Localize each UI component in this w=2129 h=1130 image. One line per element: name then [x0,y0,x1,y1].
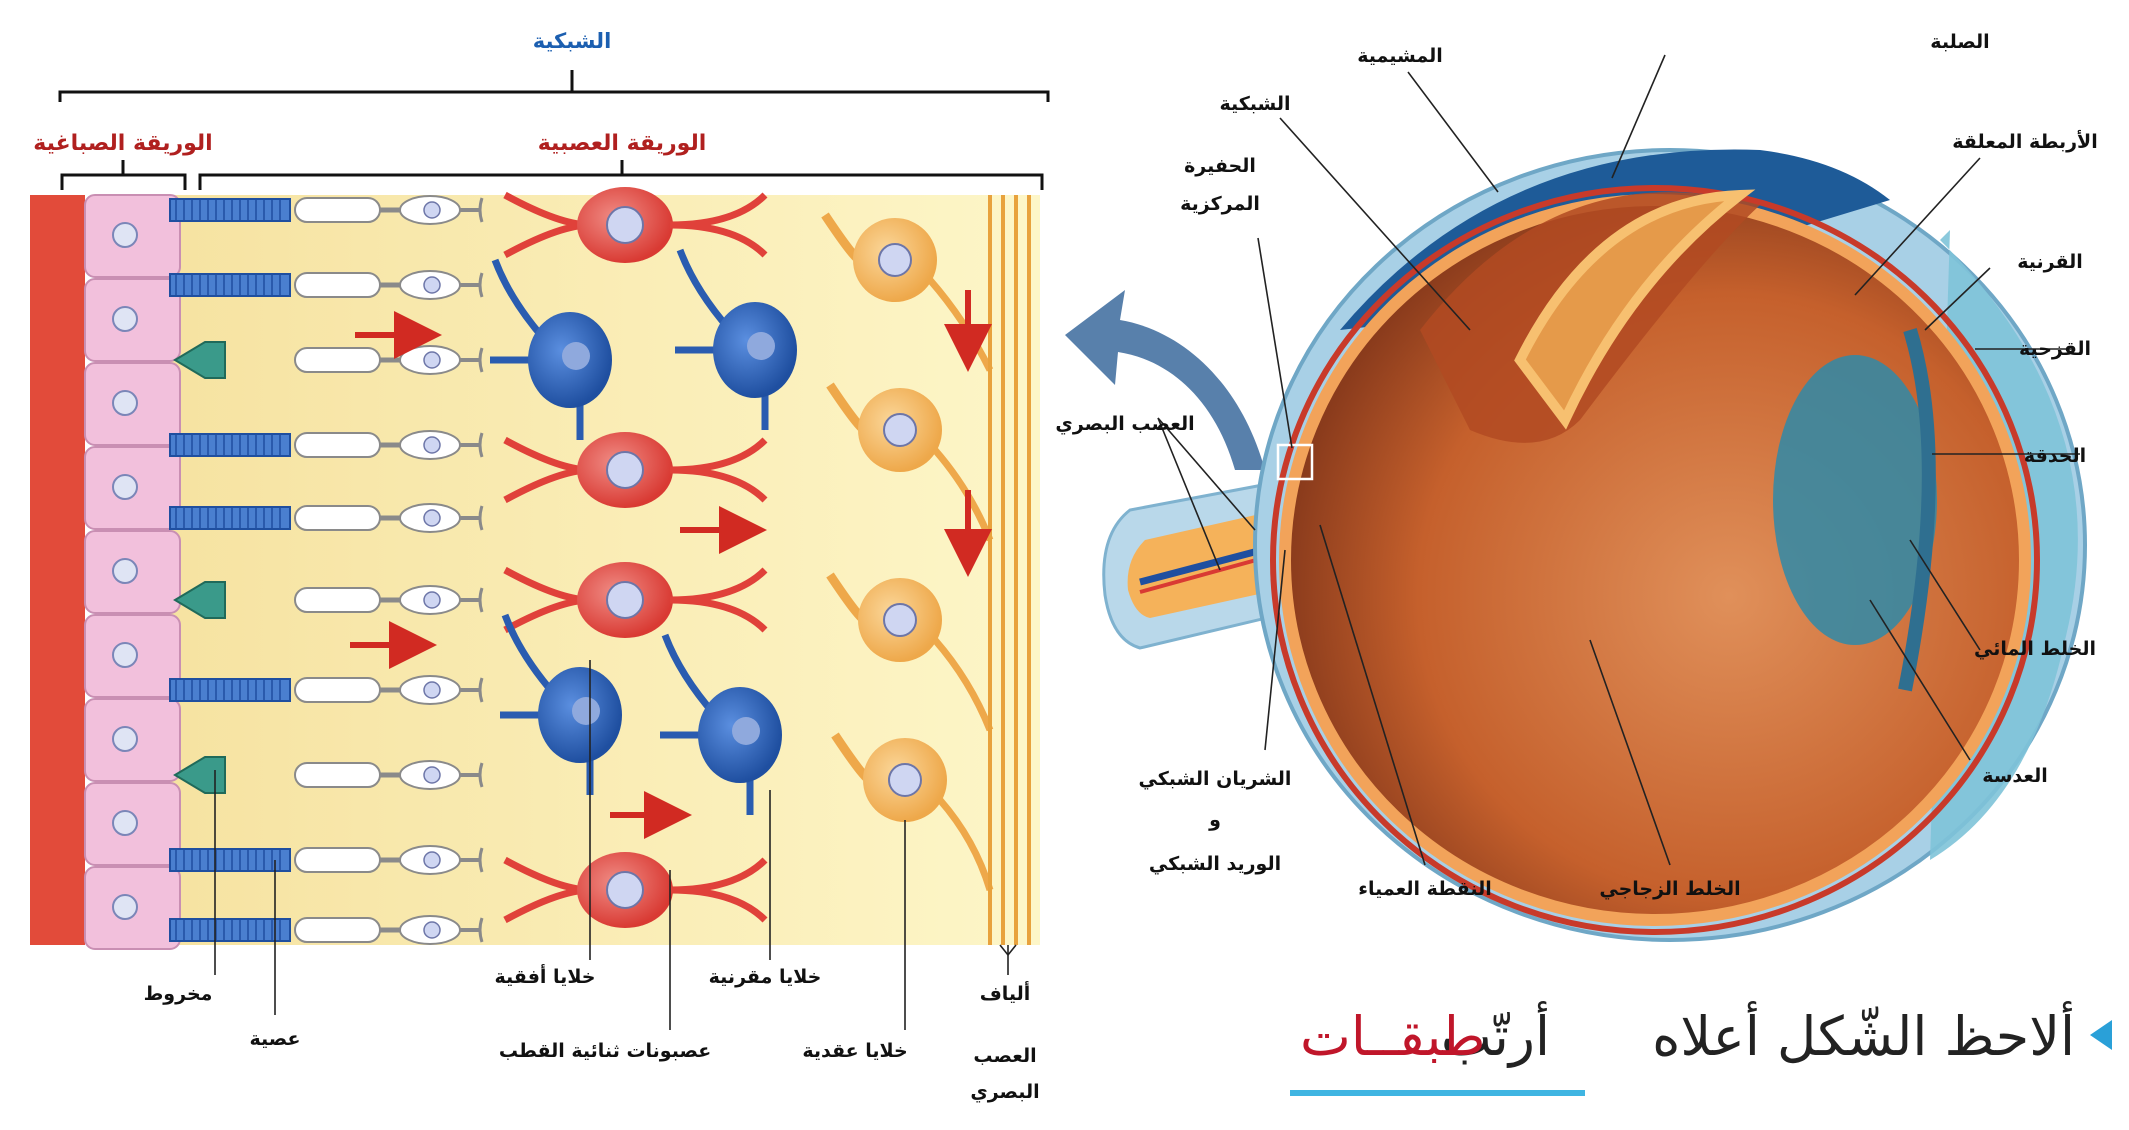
blue-cell-nucleus [747,332,775,360]
optic-fibers-label-3: البصري [970,1081,1039,1104]
retina-label: الشبكية [1219,93,1290,115]
blind-spot-label: النقطة العمياء [1358,878,1491,900]
pigment-nucleus [113,475,137,499]
bipolar-nucleus [607,207,643,243]
photoreceptor-nucleus [424,510,440,526]
inner-segment [295,678,380,702]
inner-segment [295,848,380,872]
retina-title-label: الشبكية [533,29,612,53]
instruction-line: ألاحظ الشّكل أعلاه أرتّب طبقــات [1290,1001,2112,1093]
photoreceptor-nucleus [424,682,440,698]
photoreceptor-nucleus [424,922,440,938]
horizontal-cells-label: خلايا أفقية [495,964,596,988]
neural-layer-label: الوريقة العصبية [538,131,707,156]
sclera-label: الصلبة [1930,31,1989,53]
inner-segment [295,433,380,457]
ganglion-nucleus [889,764,921,796]
inner-segment [295,198,380,222]
zoom-arrow-icon [1065,290,1265,470]
optic-fibers-label-1: ألياف [980,981,1031,1005]
ganglion-nucleus [884,604,916,636]
retinal-vessels-label-3: الوريد الشبكي [1149,853,1281,875]
inner-segment [295,918,380,942]
cone-label: مخروط [144,983,213,1005]
iris-label: القزحية [2019,338,2091,360]
eye-section: الصلبة المشيمية الشبكية الحفيرة المركزية… [1055,31,2097,940]
bipolar-nucleus [607,452,643,488]
blue-cell-nucleus [572,697,600,725]
cornea-label: القرنية [2017,251,2083,273]
retina-brackets [60,70,1048,190]
choroid-label: المشيمية [1357,45,1443,67]
ganglion-nucleus [884,414,916,446]
pigment-nucleus [113,643,137,667]
retinal-vessels-label-1: الشريان الشبكي [1139,768,1292,790]
fovea-label-1: الحفيرة [1184,155,1256,177]
photoreceptor-nucleus [424,852,440,868]
suspensory-ligaments-label: الأربطة المعلقة [1952,130,2097,153]
photoreceptor-nucleus [424,437,440,453]
choroid-strip [30,195,85,945]
inner-segment [295,506,380,530]
inner-segment [295,763,380,787]
optic-nerve-label: العصب البصري [1055,413,1194,436]
pigment-cells [85,195,180,949]
retina-section: الشبكية الوريقة الصباغية الوريقة العصبية… [30,29,1048,1104]
inner-segment [295,273,380,297]
ganglion-nucleus [879,244,911,276]
bipolar-nucleus [607,872,643,908]
pigment-nucleus [113,391,137,415]
photoreceptor-nucleus [424,202,440,218]
pigment-nucleus [113,223,137,247]
pigment-nucleus [113,559,137,583]
vitreous-humor-label: الخلط الزجاجي [1599,878,1740,900]
instruction-part1: ألاحظ الشّكل أعلاه [1652,1001,2075,1068]
photoreceptor-nucleus [424,352,440,368]
pigment-nucleus [113,895,137,919]
pupil-label: الحدقة [2024,445,2086,467]
photoreceptor-nucleus [424,592,440,608]
photoreceptor-nucleus [424,277,440,293]
pigment-nucleus [113,307,137,331]
inner-segment [295,588,380,612]
ganglion-cells-label: خلايا عقدية [802,1040,907,1062]
fovea-label-2: المركزية [1180,193,1260,215]
pigment-nucleus [113,727,137,751]
photoreceptor-nucleus [424,767,440,783]
inner-segment [295,348,380,372]
lens-label: العدسة [1982,765,2048,787]
amacrine-cells-label: خلايا مقرنية [709,966,822,988]
blue-cell-nucleus [732,717,760,745]
pigment-nucleus [113,811,137,835]
blue-cell-nucleus [562,342,590,370]
bipolar-neurons-label: عصبونات ثنائية القطب [499,1040,711,1062]
bipolar-nucleus [607,582,643,618]
bullet-arrow-icon [2090,1020,2112,1050]
pigment-layer-label: الوريقة الصباغية [33,131,212,156]
retinal-vessels-label-2: و [1208,809,1221,831]
optic-fibers-label-2: العصب [973,1045,1036,1067]
aqueous-humor-label: الخلط المائي [1974,638,2096,660]
instruction-part3: طبقــات [1300,1005,1486,1068]
rod-label: عصية [250,1028,301,1050]
